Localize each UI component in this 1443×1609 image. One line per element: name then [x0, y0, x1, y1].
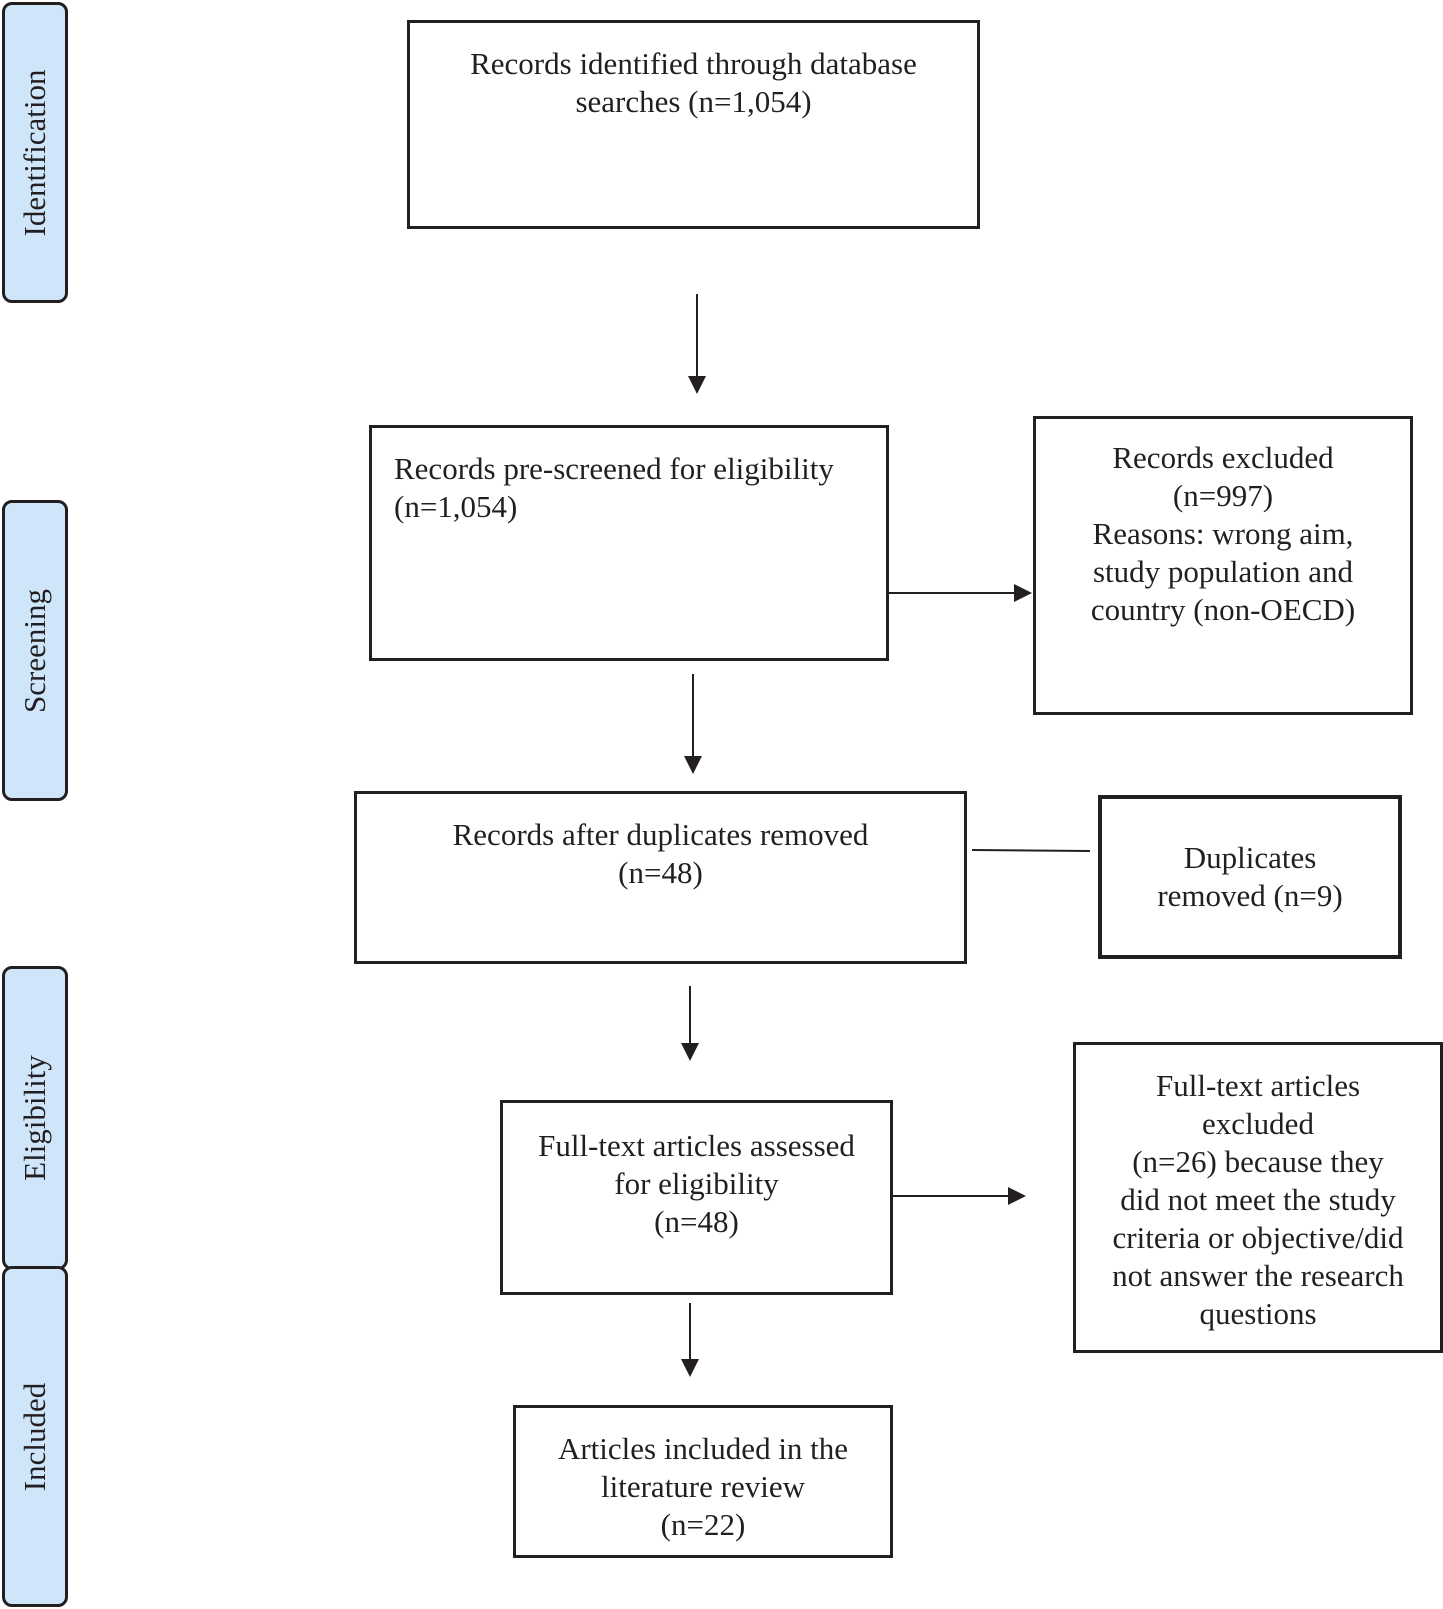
box-duplicates-removed-line-1: Duplicates — [1183, 840, 1317, 875]
box-records-deduplicated-line-1: Records after duplicates removed — [452, 817, 869, 852]
box-fulltext-excluded-line-4: did not meet the study — [1120, 1182, 1396, 1217]
box-records-excluded-line-2: (n=997) — [1172, 478, 1274, 513]
box-records-deduplicated-line-2: (n=48) — [618, 855, 703, 890]
box-records-excluded: Records excluded (n=997) Reasons: wrong … — [1033, 416, 1413, 715]
box-fulltext-assessed-line-1: Full-text articles assessed — [538, 1128, 855, 1163]
box-duplicates-removed-line-2: removed (n=9) — [1157, 878, 1343, 913]
box-records-prescreened-line-1: Records pre-screened for eligibility — [394, 451, 834, 486]
box-records-prescreened-line-2: (n=1,054) — [394, 489, 518, 524]
box-records-excluded-line-5: country (non-OECD) — [1090, 592, 1356, 627]
box-records-identified-line-2: searches (n=1,054) — [575, 84, 812, 119]
stage-included: Included — [2, 1266, 68, 1607]
box-records-excluded-line-4: study population and — [1092, 554, 1354, 589]
stage-screening: Screening — [2, 500, 68, 801]
box-duplicates-removed: Duplicates removed (n=9) — [1098, 795, 1402, 959]
box-fulltext-assessed: Full-text articles assessed for eligibil… — [500, 1100, 893, 1295]
box-fulltext-assessed-line-3: (n=48) — [654, 1204, 739, 1239]
stage-identification: Identification — [2, 2, 68, 303]
box-fulltext-excluded-line-5: criteria or objective/did — [1112, 1220, 1404, 1255]
box-fulltext-assessed-line-2: for eligibility — [614, 1166, 779, 1201]
box-records-identified: Records identified through database sear… — [407, 20, 980, 229]
box-fulltext-excluded-line-1: Full-text articles — [1155, 1068, 1361, 1103]
box-fulltext-excluded-line-3: (n=26) because they — [1132, 1144, 1384, 1179]
box-records-excluded-line-3: Reasons: wrong aim, — [1092, 516, 1354, 551]
box-fulltext-excluded-line-7: questions — [1199, 1296, 1317, 1331]
box-records-prescreened: Records pre-screened for eligibility (n=… — [369, 425, 889, 661]
line-deduplicated-to-duplicates — [971, 849, 1091, 852]
box-articles-included-line-3: (n=22) — [660, 1507, 746, 1542]
box-records-deduplicated: Records after duplicates removed (n=48) — [354, 791, 967, 964]
box-fulltext-excluded: Full-text articles excluded (n=26) becau… — [1073, 1042, 1443, 1353]
box-fulltext-excluded-line-6: not answer the research — [1112, 1258, 1404, 1293]
box-records-excluded-line-1: Records excluded — [1112, 440, 1334, 475]
box-articles-included-line-2: literature review — [601, 1469, 805, 1504]
box-records-identified-line-1: Records identified through database — [470, 46, 917, 81]
box-fulltext-excluded-line-2: excluded — [1202, 1106, 1314, 1141]
box-articles-included-line-1: Articles included in the — [557, 1431, 849, 1466]
box-articles-included: Articles included in the literature revi… — [513, 1405, 893, 1558]
